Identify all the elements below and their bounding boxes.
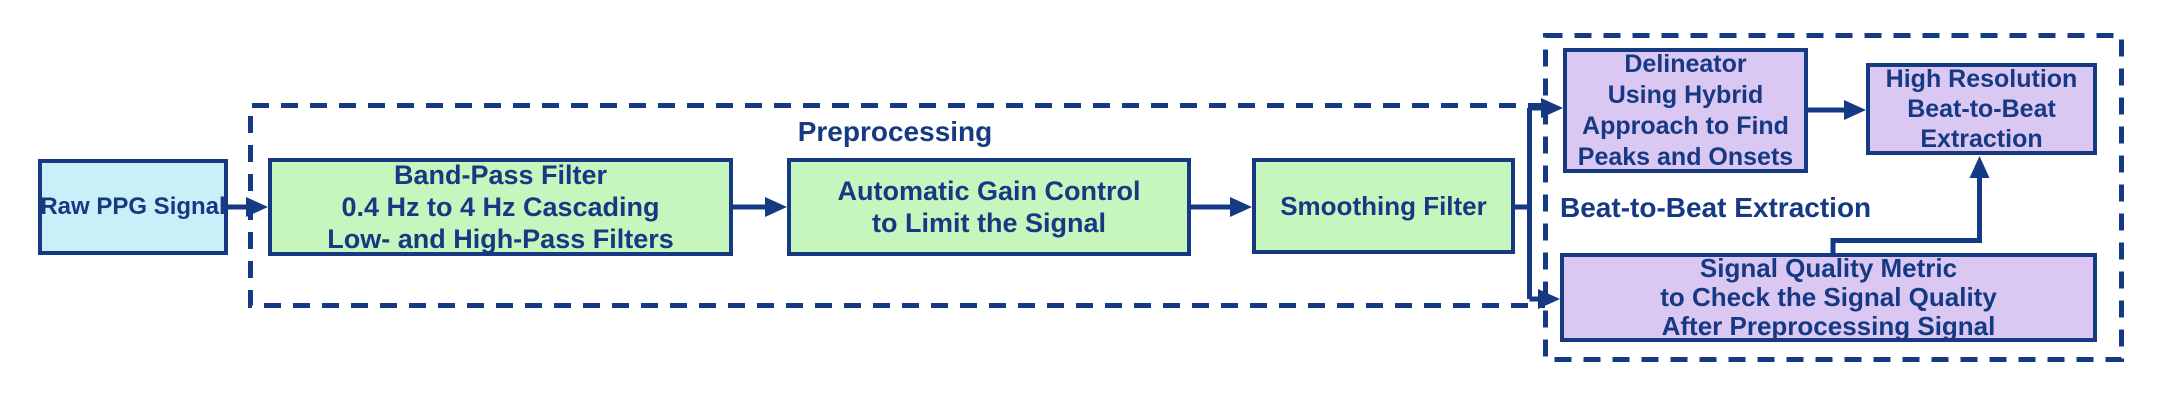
arrow-shaft <box>1830 177 1982 253</box>
node-label: Raw PPG Signal <box>40 193 226 220</box>
node-raw-ppg-signal: Raw PPG Signal <box>38 159 228 255</box>
arrow-raw-to-bandpass <box>228 197 268 217</box>
arrow-head <box>1969 156 1990 178</box>
arrow-head-to-delineator <box>1541 98 1563 118</box>
node-label: Band-Pass Filter 0.4 Hz to 4 Hz Cascadin… <box>327 160 674 254</box>
arrow-head <box>765 197 787 217</box>
node-delineator: Delineator Using Hybrid Approach to Find… <box>1563 48 1808 173</box>
node-band-pass-filter: Band-Pass Filter 0.4 Hz to 4 Hz Cascadin… <box>268 158 733 256</box>
preprocessing-group-label: Preprocessing <box>797 116 993 147</box>
node-high-resolution-extraction: High Resolution Beat-to-Beat Extraction <box>1866 63 2097 155</box>
arrow-agc-to-smoothing <box>1191 197 1252 217</box>
arrow-head <box>1230 197 1252 217</box>
arrow-head-to-sqm <box>1538 289 1560 309</box>
arrow-sqm-to-highres <box>1830 156 1990 253</box>
node-label: Smoothing Filter <box>1280 191 1487 221</box>
branch-shaft <box>1515 105 1543 302</box>
arrow-bandpass-to-agc <box>733 197 787 217</box>
arrow-head <box>1844 100 1866 120</box>
node-automatic-gain-control: Automatic Gain Control to Limit the Sign… <box>787 158 1191 256</box>
node-label: Signal Quality Metric to Check the Signa… <box>1660 253 1997 341</box>
beat-to-beat-group-border <box>1543 33 2124 362</box>
node-label: High Resolution Beat-to-Beat Extraction <box>1885 65 2078 153</box>
node-label: Delineator Using Hybrid Approach to Find… <box>1577 49 1794 171</box>
node-smoothing-filter: Smoothing Filter <box>1252 158 1515 254</box>
beat-to-beat-group-label: Beat-to-Beat Extraction <box>1560 192 1872 223</box>
node-signal-quality-metric: Signal Quality Metric to Check the Signa… <box>1560 253 2097 342</box>
arrow-delineator-to-highres <box>1808 100 1866 120</box>
smoothing-branch-connector <box>1515 98 1563 309</box>
node-label: Automatic Gain Control to Limit the Sign… <box>837 176 1141 238</box>
arrow-head <box>246 197 268 217</box>
